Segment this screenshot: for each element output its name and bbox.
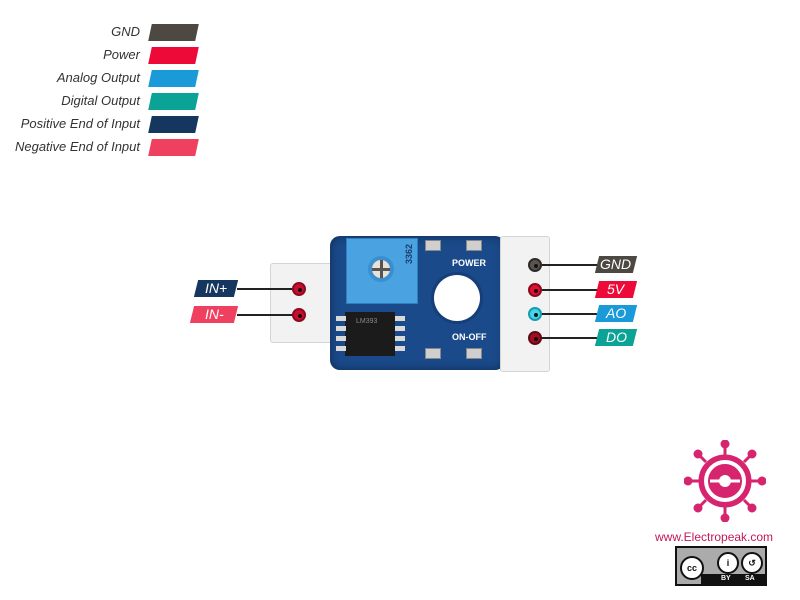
status-led bbox=[466, 348, 482, 359]
potentiometer-knob bbox=[368, 256, 394, 282]
chip-pin bbox=[336, 336, 346, 341]
chip-pin bbox=[395, 326, 405, 331]
cc-icon: cc bbox=[680, 556, 704, 580]
license-by: BY bbox=[721, 575, 731, 582]
electropeak-logo-icon bbox=[684, 440, 766, 522]
label-in-plus: IN+ bbox=[193, 280, 239, 297]
label-ao: AO bbox=[594, 305, 638, 322]
chip-pin bbox=[336, 316, 346, 321]
legend-label: Digital Output bbox=[61, 93, 140, 108]
label-5v: 5V bbox=[594, 281, 638, 298]
legend-label: GND bbox=[111, 24, 140, 39]
legend-swatch bbox=[148, 139, 199, 156]
pin-5v bbox=[528, 283, 542, 297]
legend-item-negative-input: Negative End of Input bbox=[0, 137, 210, 159]
wire-ao bbox=[535, 313, 597, 315]
legend-label: Positive End of Input bbox=[20, 116, 140, 131]
label-do: DO bbox=[594, 329, 638, 346]
potentiometer-label: 3362 bbox=[404, 244, 414, 265]
legend-swatch bbox=[148, 116, 199, 133]
chip-pin bbox=[395, 346, 405, 351]
legend-item-positive-input: Positive End of Input bbox=[0, 114, 210, 136]
wire-in-minus bbox=[237, 314, 299, 316]
legend-label: Power bbox=[103, 47, 140, 62]
label-in-minus: IN- bbox=[189, 306, 239, 323]
pin-do bbox=[528, 331, 542, 345]
wire-do bbox=[535, 337, 597, 339]
cc-license-badge: cc i ↺ BY SA bbox=[675, 546, 767, 586]
mounting-hole bbox=[434, 275, 480, 321]
pin-in-plus bbox=[292, 282, 306, 296]
wire-in-plus bbox=[237, 288, 299, 290]
pin-ao bbox=[528, 307, 542, 321]
chip-label: LM393 bbox=[356, 318, 378, 325]
license-bar: BY SA bbox=[701, 574, 765, 584]
wire-5v bbox=[535, 289, 597, 291]
pin-gnd bbox=[528, 258, 542, 272]
legend-swatch bbox=[148, 70, 199, 87]
silk-onoff-label: ON-OFF bbox=[452, 332, 487, 342]
label-gnd: GND bbox=[594, 256, 638, 273]
comparator-chip bbox=[345, 312, 395, 356]
resistor-smd bbox=[425, 240, 441, 251]
legend-item-analog-output: Analog Output bbox=[0, 68, 210, 90]
legend-swatch bbox=[148, 93, 199, 110]
chip-pin bbox=[336, 326, 346, 331]
website-link[interactable]: www.Electropeak.com bbox=[655, 530, 774, 544]
chip-pin bbox=[395, 316, 405, 321]
chip-pin bbox=[395, 336, 405, 341]
license-sa: SA bbox=[745, 575, 755, 582]
legend-item-power: Power bbox=[0, 45, 210, 67]
legend-item-digital-output: Digital Output bbox=[0, 91, 210, 113]
legend-label: Analog Output bbox=[56, 70, 140, 85]
pin-in-minus bbox=[292, 308, 306, 322]
wire-gnd bbox=[535, 264, 597, 266]
power-led bbox=[466, 240, 482, 251]
attribution-icon: i bbox=[717, 552, 739, 574]
share-alike-icon: ↺ bbox=[741, 552, 763, 574]
input-connector bbox=[270, 263, 334, 343]
legend-label: Negative End of Input bbox=[14, 139, 140, 154]
legend-swatch bbox=[148, 47, 199, 64]
resistor-smd bbox=[425, 348, 441, 359]
silk-power-label: POWER bbox=[452, 258, 487, 268]
output-connector bbox=[500, 236, 550, 372]
legend-item-gnd: GND bbox=[0, 22, 210, 44]
legend-swatch bbox=[148, 24, 199, 41]
chip-pin bbox=[336, 346, 346, 351]
